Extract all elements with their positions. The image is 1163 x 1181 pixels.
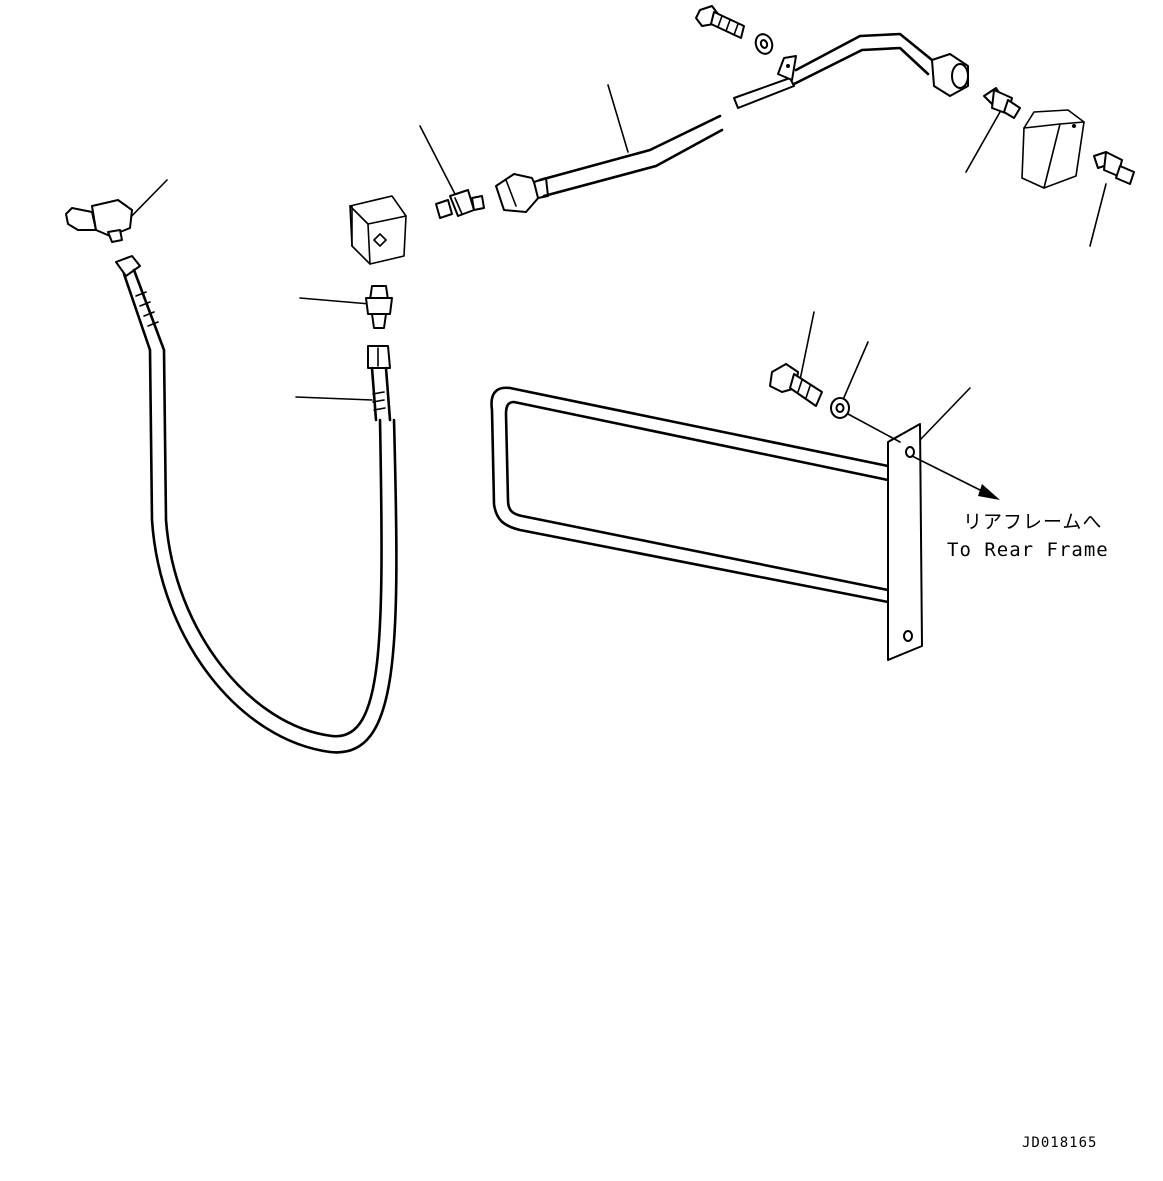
leader-bracket (919, 387, 971, 441)
clamp-bolt (695, 5, 745, 39)
leader-small-connector (299, 297, 371, 305)
bracket-washer (830, 397, 850, 419)
right-adapter (983, 87, 1021, 119)
mounting-block-left (349, 195, 407, 265)
rear-frame-arrow (847, 413, 1000, 500)
leader-bolt (799, 311, 815, 381)
far-right-nipple (1093, 151, 1135, 185)
union-connector (435, 189, 485, 219)
clamp-washer (754, 33, 774, 55)
leader-hose-right (295, 396, 373, 401)
bracket-plate (887, 423, 923, 661)
leader-washer (841, 341, 869, 403)
leader-right-adapter (965, 111, 1001, 173)
label-japanese-rear-frame: リアフレームへ (963, 511, 1102, 533)
hose-right-end (367, 345, 392, 422)
upper-pipe (495, 32, 969, 213)
hose-left (115, 255, 398, 754)
guard-bracket (490, 386, 923, 661)
leader-upper-pipe (607, 84, 629, 153)
pipe-left-nut (495, 173, 541, 213)
elbow-fitting (65, 199, 133, 243)
small-connector (365, 285, 393, 329)
bracket-bolt (769, 363, 823, 407)
leader-union-connector (419, 125, 457, 197)
leader-lines (119, 84, 1107, 441)
leader-far-right-nipple (1089, 183, 1107, 247)
label-to-rear-frame: To Rear Frame (947, 539, 1109, 561)
drawing-code: JD018165 (1022, 1135, 1097, 1151)
mounting-block-right (1021, 109, 1085, 189)
